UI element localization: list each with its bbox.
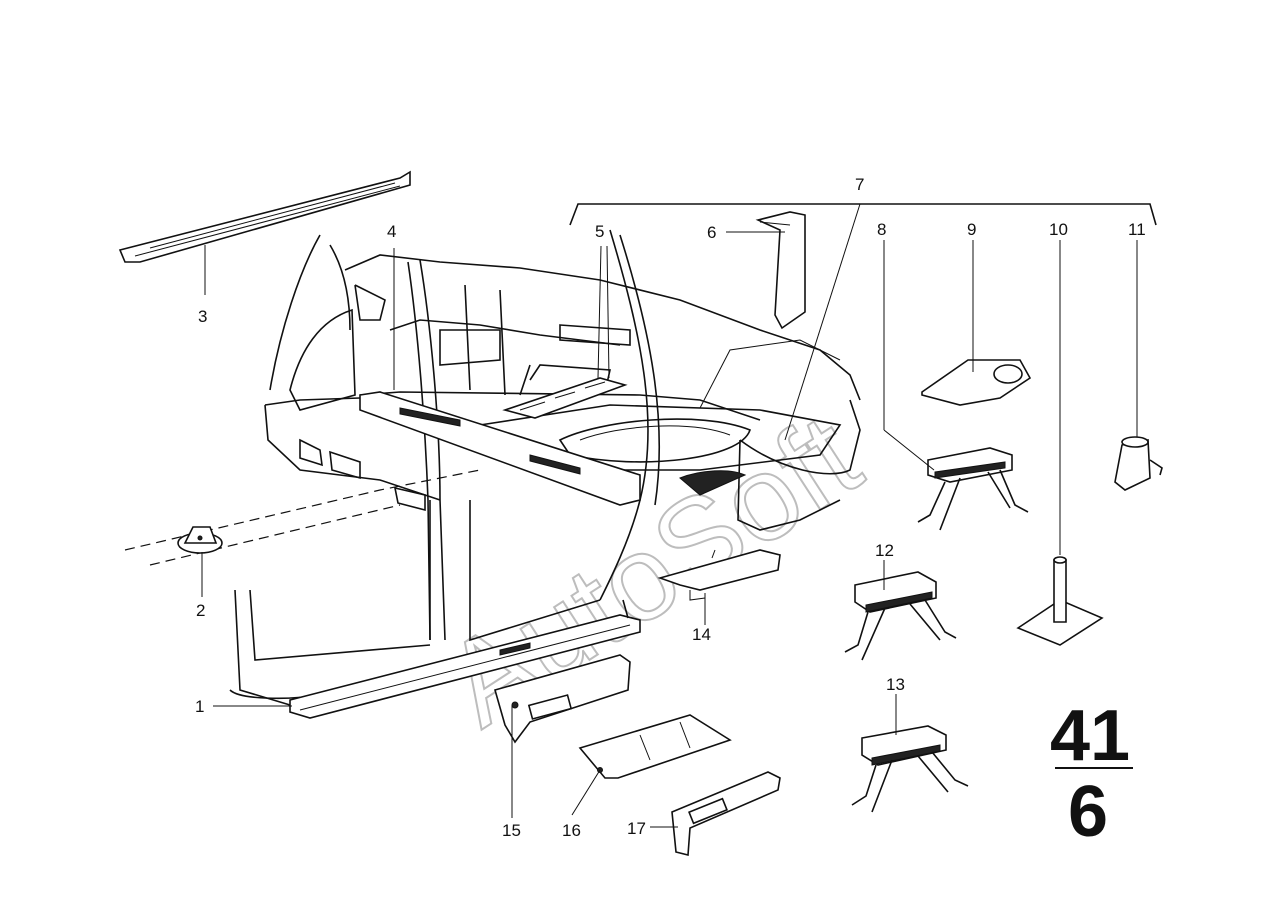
leader-8b	[883, 429, 935, 471]
part-11-cup	[1114, 436, 1163, 491]
callout-6: 6	[707, 223, 716, 242]
callout-16: 16	[562, 821, 581, 840]
car-body-shell	[124, 229, 861, 706]
part-1-rocker-panel	[289, 599, 641, 719]
callout-10: 10	[1049, 220, 1068, 239]
group-number: 41	[1050, 696, 1130, 776]
callout-12: 12	[875, 541, 894, 560]
sub-group-number: 6	[1068, 772, 1108, 852]
callout-4: 4	[387, 222, 396, 241]
callout-7: 7	[855, 175, 864, 194]
part-6-bracket	[755, 211, 806, 330]
part-12-support	[844, 571, 957, 661]
part-10-stud-plate	[1016, 556, 1104, 646]
part-9-plate	[921, 359, 1032, 406]
part-17-bracket	[671, 771, 781, 857]
callout-3: 3	[198, 307, 207, 326]
callout-9: 9	[967, 220, 976, 239]
part-16-panel	[578, 714, 732, 779]
callout-14: 14	[692, 625, 711, 644]
part-3-rail	[118, 170, 411, 263]
callout-1: 1	[195, 697, 204, 716]
part-8-support	[917, 447, 1029, 531]
part-15-bracket	[494, 654, 631, 744]
leader-16	[571, 769, 601, 816]
callout-17: 17	[627, 819, 646, 838]
leader-7	[784, 203, 861, 441]
leader-5b	[606, 245, 610, 379]
part-14-bracket	[657, 549, 781, 601]
callout-8: 8	[877, 220, 886, 239]
leader-5a	[597, 245, 602, 379]
callout-5: 5	[595, 222, 604, 241]
part-13-support	[851, 725, 969, 813]
callout-11: 11	[1128, 220, 1146, 239]
callout-15: 15	[502, 821, 521, 840]
callout-13: 13	[886, 675, 905, 694]
group-7-bracket	[569, 203, 1157, 226]
callout-2: 2	[196, 601, 205, 620]
part-2-mount	[177, 526, 223, 554]
